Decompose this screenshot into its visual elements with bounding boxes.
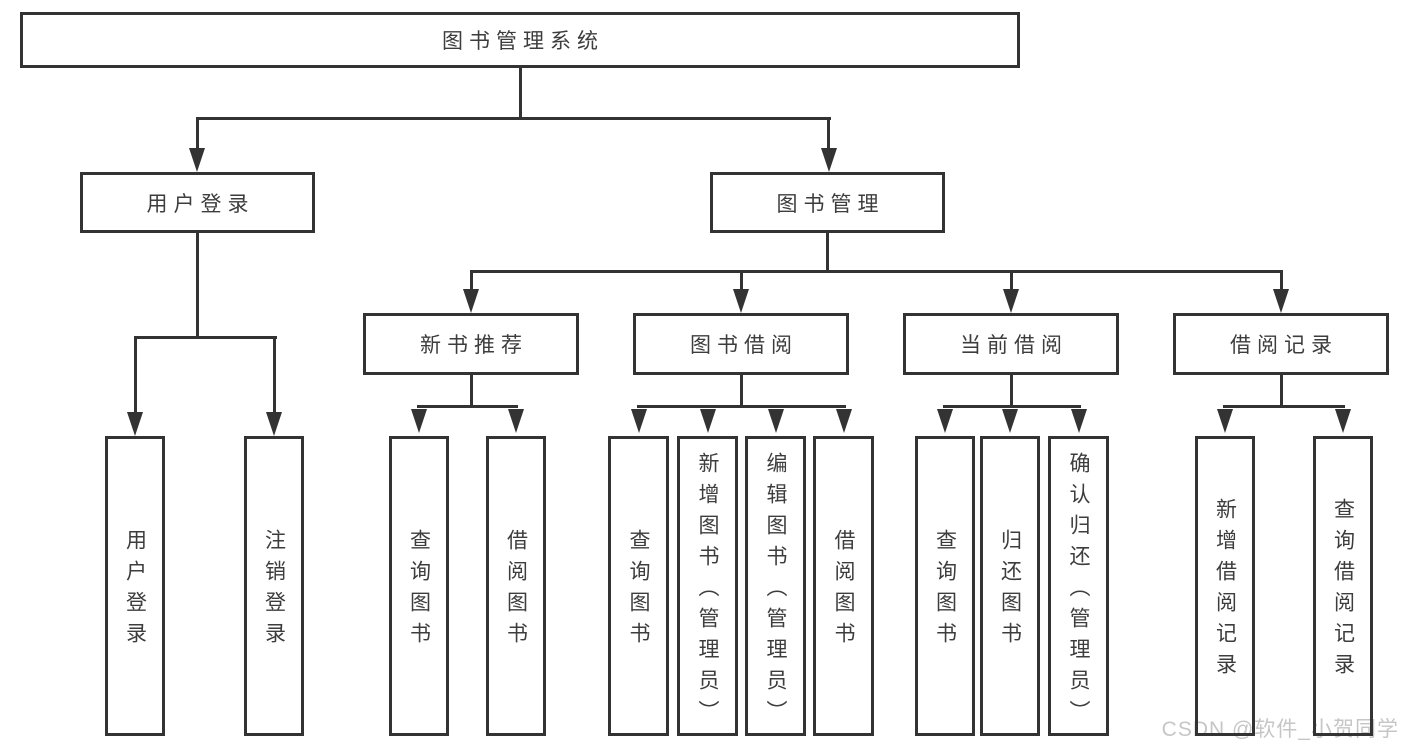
leaf-user-login: 用户登录 (105, 436, 165, 736)
leaf-user-login-label: 用户登录 (123, 529, 147, 653)
connector-line (740, 270, 743, 291)
arrow-down-icon (631, 409, 647, 433)
node-new-book-recommend: 新书推荐 (363, 313, 579, 375)
leaf-borrowing-add-books-admin: 新增图书（管理员） (677, 436, 738, 736)
leaf-current-return-books-label: 归还图书 (998, 529, 1022, 653)
arrow-down-icon (1071, 409, 1087, 433)
node-new-book-recommend-label: 新书推荐 (420, 334, 528, 357)
node-current-borrowing: 当前借阅 (903, 313, 1119, 375)
leaf-recommend-query-books: 查询图书 (389, 436, 449, 736)
arrow-down-icon (700, 409, 716, 433)
leaf-records-query-record-label: 查询借阅记录 (1331, 498, 1355, 684)
leaf-borrowing-borrow-books: 借阅图书 (813, 436, 874, 736)
arrow-down-icon (411, 409, 427, 433)
node-user-login-label: 用户登录 (146, 192, 255, 216)
leaf-borrowing-edit-books-admin: 编辑图书（管理员） (745, 436, 806, 736)
leaf-recommend-borrow-books-label: 借阅图书 (504, 529, 528, 653)
node-current-borrowing-label: 当前借阅 (960, 334, 1068, 357)
connector-line (417, 405, 518, 408)
leaf-current-query-books: 查询图书 (915, 436, 975, 736)
arrow-down-icon (189, 148, 205, 172)
leaf-records-add-record-label: 新增借阅记录 (1213, 498, 1237, 684)
connector-line (826, 231, 829, 273)
arrow-down-icon (127, 412, 143, 436)
connector-line (1280, 270, 1283, 291)
leaf-current-confirm-return-admin: 确认归还（管理员） (1048, 436, 1109, 736)
leaf-borrowing-borrow-books-label: 借阅图书 (832, 529, 855, 653)
arrow-down-icon (1002, 409, 1018, 433)
connector-line (519, 66, 522, 120)
leaf-borrowing-add-books-admin-label: 新增图书（管理员） (696, 451, 719, 731)
connector-line (196, 117, 831, 120)
arrow-down-icon (937, 409, 953, 433)
leaf-logout: 注销登录 (244, 436, 304, 736)
connector-line (196, 117, 199, 151)
arrow-down-icon (1335, 409, 1351, 433)
connector-line (637, 405, 846, 408)
leaf-borrowing-edit-books-admin-label: 编辑图书（管理员） (764, 451, 787, 731)
csdn-watermark: CSDN @软件_小贺同学 (1161, 718, 1399, 741)
arrow-down-icon (1217, 409, 1233, 433)
leaf-records-add-record: 新增借阅记录 (1195, 436, 1255, 736)
arrow-down-icon (266, 412, 282, 436)
leaf-recommend-borrow-books: 借阅图书 (486, 436, 546, 736)
arrow-down-icon (463, 289, 479, 313)
leaf-recommend-query-books-label: 查询图书 (407, 529, 431, 653)
arrow-down-icon (1273, 289, 1289, 313)
node-book-borrowing-label: 图书借阅 (690, 334, 798, 357)
arrow-down-icon (1003, 289, 1019, 313)
node-book-management-label: 图书管理 (776, 192, 885, 216)
connector-line (273, 336, 276, 414)
node-book-management: 图书管理 (710, 172, 945, 233)
arrow-down-icon (733, 289, 749, 313)
arrow-down-icon (508, 409, 524, 433)
node-borrow-records: 借阅记录 (1173, 313, 1389, 375)
node-book-borrowing: 图书借阅 (633, 313, 849, 375)
connector-line (1010, 374, 1013, 408)
connector-line (827, 117, 830, 151)
arrow-down-icon (768, 409, 784, 433)
leaf-borrowing-query-books: 查询图书 (608, 436, 669, 736)
leaf-records-query-record: 查询借阅记录 (1313, 436, 1373, 736)
connector-line (740, 374, 743, 408)
connector-line (134, 336, 137, 414)
connector-line (196, 231, 199, 339)
leaf-borrowing-query-books-label: 查询图书 (627, 529, 650, 653)
leaf-current-return-books: 归还图书 (980, 436, 1040, 736)
connector-line (1223, 405, 1345, 408)
node-root-system: 图书管理系统 (20, 12, 1020, 68)
arrow-down-icon (821, 148, 837, 172)
node-user-login: 用户登录 (80, 172, 315, 233)
connector-line (470, 270, 473, 291)
leaf-current-query-books-label: 查询图书 (933, 529, 957, 653)
connector-line (943, 405, 1081, 408)
arrow-down-icon (836, 409, 852, 433)
connector-line (134, 336, 277, 339)
connector-line (1280, 374, 1283, 408)
connector-line (470, 270, 1283, 273)
leaf-logout-label: 注销登录 (262, 529, 286, 653)
leaf-current-confirm-return-admin-label: 确认归还（管理员） (1067, 451, 1090, 731)
node-root-system-label: 图书管理系统 (442, 30, 604, 53)
node-borrow-records-label: 借阅记录 (1230, 334, 1338, 357)
connector-line (470, 374, 473, 408)
connector-line (1010, 270, 1013, 291)
